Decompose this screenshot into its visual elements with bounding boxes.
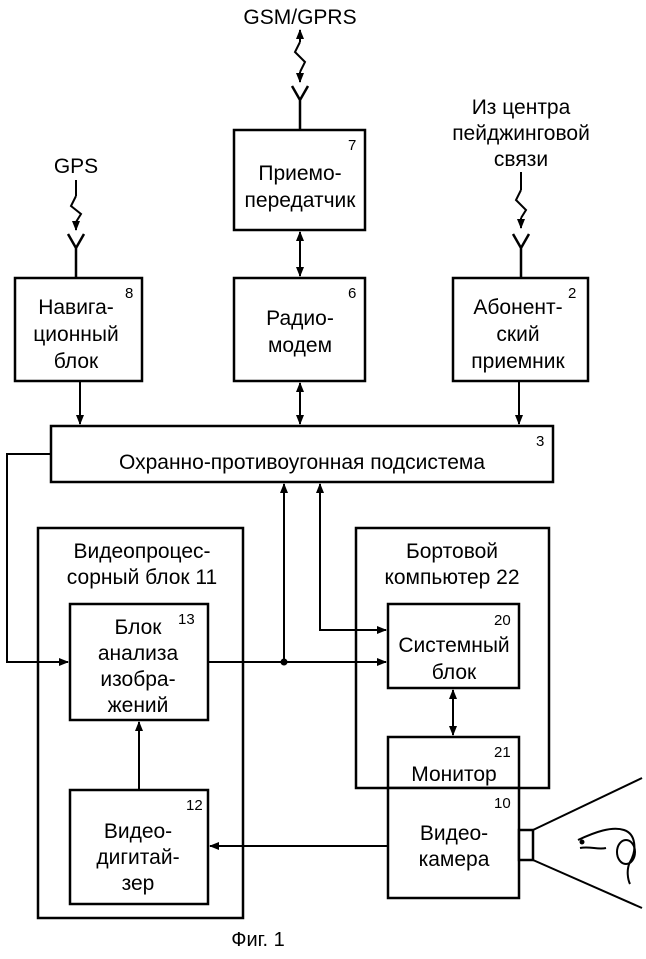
image-analysis-label-line4: жений — [108, 694, 169, 717]
subscriber-receiver-label-line1: Абонент- — [473, 296, 562, 319]
gps-label: GPS — [54, 155, 98, 178]
subscriber-receiver-number: 2 — [568, 285, 576, 302]
transceiver-label-line1: Приемо- — [258, 162, 341, 185]
image-analysis-label-line1: Блок — [115, 616, 163, 639]
subscriber-receiver-label-line3: приемник — [471, 350, 565, 373]
video-camera-label-line2: камера — [419, 848, 490, 871]
paging-center-label-line2: пейджинговой — [452, 122, 590, 145]
radiomodem-label-line2: модем — [268, 334, 332, 357]
security-subsystem-label: Охранно-противоугонная подсистема — [119, 451, 485, 474]
paging-radio-link — [516, 172, 526, 228]
paging-antenna-icon — [513, 234, 529, 278]
image-analysis-label-line3: изобра- — [100, 668, 175, 691]
onboard-computer-label-line2: компьютер 22 — [384, 566, 519, 589]
paging-center-label-line1: Из центра — [472, 96, 571, 119]
system-unit-number: 20 — [494, 612, 511, 629]
video-digitizer-label-line3: зер — [122, 872, 155, 895]
driver-eye — [580, 840, 585, 845]
image-analysis-number: 13 — [178, 611, 195, 628]
video-digitizer-label-line2: дигитай- — [96, 846, 179, 869]
video-digitizer-number: 12 — [186, 797, 203, 814]
navigation-label-line2: ционный — [33, 323, 118, 346]
video-processor-label-line1: Видеопроцес- — [73, 540, 210, 563]
navigation-label-line3: блок — [54, 350, 99, 373]
gps-antenna-icon — [68, 234, 84, 278]
gsm-antenna-icon — [292, 86, 308, 130]
monitor-number: 21 — [494, 744, 511, 761]
gps-radio-link — [71, 180, 81, 230]
radiomodem-label-line1: Радио- — [266, 307, 334, 330]
figure-caption: Фиг. 1 — [231, 929, 284, 951]
gsm-gprs-label: GSM/GPRS — [243, 6, 356, 29]
image-analysis-label-line2: анализа — [98, 642, 179, 665]
transceiver-label-line2: передатчик — [245, 189, 357, 212]
video-camera-label-line1: Видео- — [420, 822, 488, 845]
radiomodem-number: 6 — [348, 285, 356, 302]
video-processor-label-line2: сорный блок 11 — [67, 566, 217, 589]
onboard-computer-label-line1: Бортовой — [406, 540, 498, 563]
navigation-label-line1: Навига- — [38, 296, 114, 319]
gsm-radio-link — [295, 30, 305, 82]
system-unit-label-line2: блок — [432, 661, 477, 684]
system-unit-label-line1: Системный — [398, 634, 509, 657]
driver-head-icon — [578, 829, 635, 884]
paging-center-label-line3: связи — [494, 148, 548, 171]
video-camera-number: 10 — [494, 795, 511, 812]
transceiver-number: 7 — [348, 137, 356, 154]
video-digitizer-label-line1: Видео- — [104, 820, 172, 843]
navigation-number: 8 — [125, 285, 133, 302]
subscriber-receiver-label-line2: ский — [496, 323, 539, 346]
security-subsystem-number: 3 — [536, 433, 544, 450]
monitor-label: Монитор — [411, 763, 496, 786]
